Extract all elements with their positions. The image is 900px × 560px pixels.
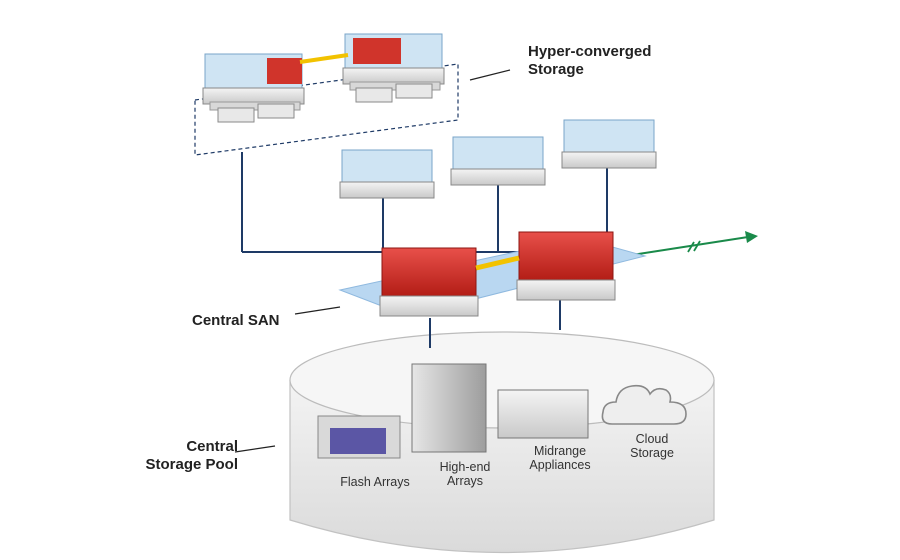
- storage-type-label: Midrange Appliances: [529, 444, 591, 472]
- app-server: [561, 119, 657, 169]
- san-controller: [379, 247, 479, 317]
- hyper-converged-node: [342, 33, 445, 91]
- cloud-icon: [601, 384, 687, 425]
- storage-type-label: Flash Arrays: [340, 475, 410, 489]
- hyper-converged-node: [202, 53, 305, 111]
- hc-replication-link: [299, 53, 349, 64]
- label-leaders: [234, 69, 511, 453]
- high-end-array: [411, 363, 487, 453]
- local-disks: [217, 83, 433, 123]
- hyper-converged-label: Hyper-converged Storage: [528, 43, 652, 78]
- central-san-label: Central SAN: [192, 312, 280, 329]
- san-controller: [516, 231, 616, 301]
- app-server: [450, 136, 546, 186]
- san-replication-link: [475, 255, 520, 271]
- storage-type-label: Cloud Storage: [630, 432, 674, 460]
- midrange-appliance: [497, 389, 589, 439]
- storage-type-label: High-end Arrays: [439, 460, 491, 488]
- flash-array: [317, 415, 401, 459]
- wan-arrow: [631, 231, 758, 256]
- app-server: [339, 149, 435, 199]
- central-storage-pool-label: Central Storage Pool: [145, 438, 238, 473]
